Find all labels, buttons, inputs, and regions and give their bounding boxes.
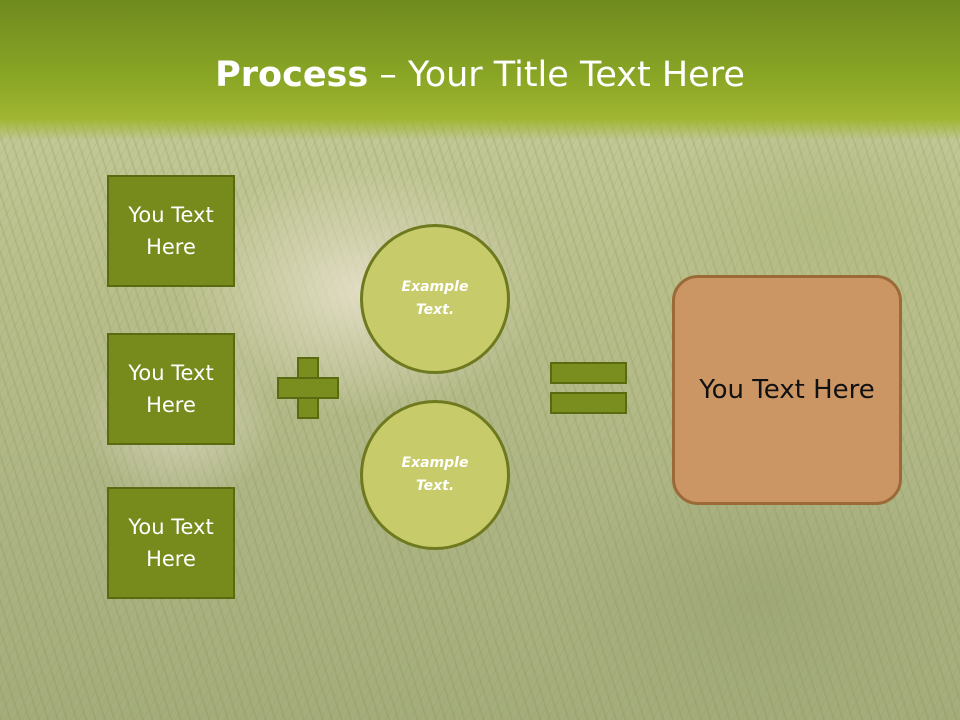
circle-label: Example Text. — [401, 455, 469, 494]
title-bold-part: Process — [215, 55, 369, 95]
text-box-1[interactable]: You Text Here — [107, 175, 235, 287]
text-box-2[interactable]: You Text Here — [107, 333, 235, 445]
result-label: You Text Here — [699, 375, 875, 405]
result-box[interactable]: You Text Here — [672, 275, 902, 505]
text-box-label: You Text Here — [128, 203, 214, 259]
title-banner — [0, 0, 960, 140]
example-circle-2[interactable]: Example Text. — [360, 400, 510, 550]
example-circle-1[interactable]: Example Text. — [360, 224, 510, 374]
circle-label: Example Text. — [401, 279, 469, 318]
text-box-label: You Text Here — [128, 515, 214, 571]
text-box-label: You Text Here — [128, 361, 214, 417]
text-box-3[interactable]: You Text Here — [107, 487, 235, 599]
title-rest-part: – Your Title Text Here — [368, 55, 745, 95]
slide-title[interactable]: Process – Your Title Text Here — [0, 52, 960, 98]
